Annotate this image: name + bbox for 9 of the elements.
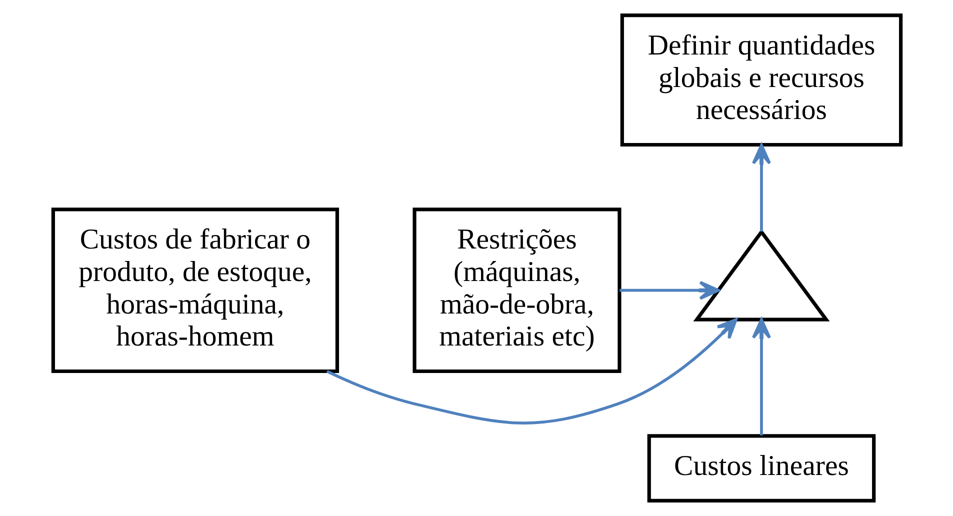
arrow (619, 280, 720, 300)
node-box: Custos lineares (646, 434, 876, 502)
arrow (751, 144, 771, 232)
node-box: Custos de fabricar o produto, de estoque, horas-máquina, horas-homem (50, 208, 339, 374)
node-box: Restrições (máquinas, mão-de-obra, materiais etc) (412, 208, 621, 374)
node-box: Definir quantidades globais e recursos necessários (620, 14, 902, 147)
arrow (326, 318, 737, 424)
arrow (751, 318, 771, 436)
node-triangle (692, 228, 830, 322)
